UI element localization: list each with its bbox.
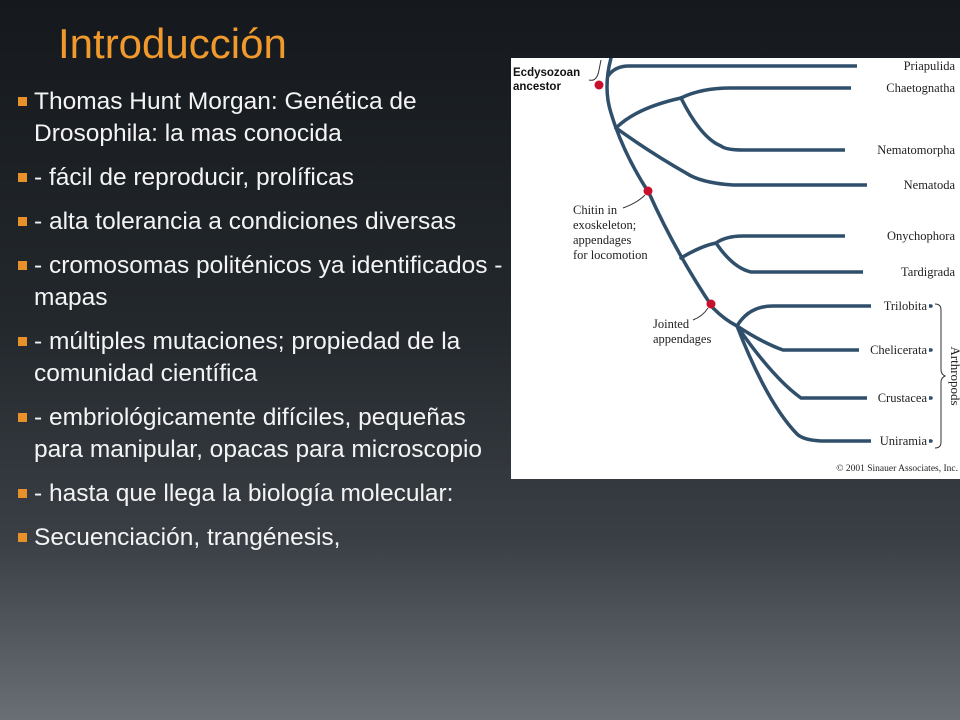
chitin-node-marker <box>643 186 653 196</box>
trunk-branch <box>605 58 739 328</box>
jointed-note: Jointed <box>653 317 690 331</box>
branch-ot-group <box>679 241 718 260</box>
bullet-square-icon <box>18 489 27 498</box>
bullet-item: Secuenciación, trangénesis, <box>14 522 514 554</box>
bullet-square-icon <box>18 533 27 542</box>
bullet-square-icon <box>18 261 27 270</box>
bullet-item: - embriológicamente difíciles, pequeñas … <box>14 402 514 466</box>
bullet-text: - embriológicamente difíciles, pequeñas … <box>34 404 483 463</box>
bullet-item: - fácil de reproducir, prolíficas <box>14 162 514 194</box>
ancestor-pointer <box>588 59 602 81</box>
jointed-note: appendages <box>653 332 711 346</box>
ancestor-node-marker <box>594 80 604 90</box>
bullet-square-icon <box>18 217 27 226</box>
phylogenetic-tree: Priapulida Chaetognatha Nematomorpha Nem… <box>513 58 960 474</box>
bullet-item: - alta tolerancia a condiciones diversas <box>14 206 514 238</box>
taxon-label: Nematoda <box>904 178 956 192</box>
bullet-text: - alta tolerancia a condiciones diversas <box>34 208 457 235</box>
branch-chaetognatha <box>679 86 951 100</box>
chitin-note: for locomotion <box>573 248 648 262</box>
branch-nematoda <box>614 126 951 187</box>
chitin-note: exoskeleton; <box>573 218 636 232</box>
branch-nematomorpha <box>679 96 951 152</box>
arthropods-label: Arthropods <box>948 346 960 405</box>
bullet-text: - múltiples mutaciones; propiedad de la … <box>34 328 461 387</box>
taxon-label: Uniramia <box>880 434 928 448</box>
taxon-label: Crustacea <box>878 391 928 405</box>
arthropods-bracket <box>934 303 947 449</box>
chitin-note: Chitin in <box>573 203 618 217</box>
branch-crustacea <box>735 324 933 400</box>
jointed-pointer <box>692 307 709 321</box>
taxon-label: Priapulida <box>904 59 956 73</box>
jointed-node-marker <box>706 299 716 309</box>
bullet-list: Thomas Hunt Morgan: Genética de Drosophi… <box>14 86 514 566</box>
taxon-label: Tardigrada <box>901 265 955 279</box>
bullet-item: - hasta que llega la biología molecular: <box>14 478 514 510</box>
bullet-text: - hasta que llega la biología molecular: <box>34 480 454 507</box>
branch-priapulida <box>606 64 951 78</box>
bullet-square-icon <box>18 337 27 346</box>
bullet-text: Secuenciación, trangénesis, <box>34 524 341 551</box>
taxon-label: Onychophora <box>887 229 955 243</box>
bullet-square-icon <box>18 97 27 106</box>
bullet-text: - cromosomas politénicos ya identificado… <box>34 252 503 311</box>
copyright-text: © 2001 Sinauer Associates, Inc. <box>836 463 958 474</box>
bullet-square-icon <box>18 413 27 422</box>
taxon-labels: Priapulida Chaetognatha Nematomorpha Nem… <box>845 58 957 450</box>
taxon-label: Chelicerata <box>870 343 927 357</box>
branch-onychophora <box>714 234 951 245</box>
branch-trilobita <box>735 304 933 328</box>
tree-branches <box>605 58 951 443</box>
branch-tardigrada <box>714 241 951 274</box>
bullet-item: Thomas Hunt Morgan: Genética de Drosophi… <box>14 86 514 150</box>
chitin-pointer <box>622 194 646 209</box>
taxon-label: Nematomorpha <box>877 143 955 157</box>
bullet-text: Thomas Hunt Morgan: Genética de Drosophi… <box>34 88 417 147</box>
bullet-item: - múltiples mutaciones; propiedad de la … <box>14 326 514 390</box>
chitin-note: appendages <box>573 233 631 247</box>
phylogeny-figure: Priapulida Chaetognatha Nematomorpha Nem… <box>511 58 960 479</box>
branch-cgn-group <box>614 96 683 130</box>
bullet-square-icon <box>18 173 27 182</box>
taxon-label: Chaetognatha <box>886 81 955 95</box>
bullet-text: - fácil de reproducir, prolíficas <box>34 164 354 191</box>
slide-title: Introducción <box>58 20 287 67</box>
branch-chelicerata <box>735 324 933 352</box>
branch-uniramia <box>735 324 933 443</box>
ancestor-label: ancestor <box>513 81 561 93</box>
taxon-label: Trilobita <box>884 299 928 313</box>
bullet-item: - cromosomas politénicos ya identificado… <box>14 250 514 314</box>
ancestor-label: Ecdysozoan <box>513 67 580 79</box>
